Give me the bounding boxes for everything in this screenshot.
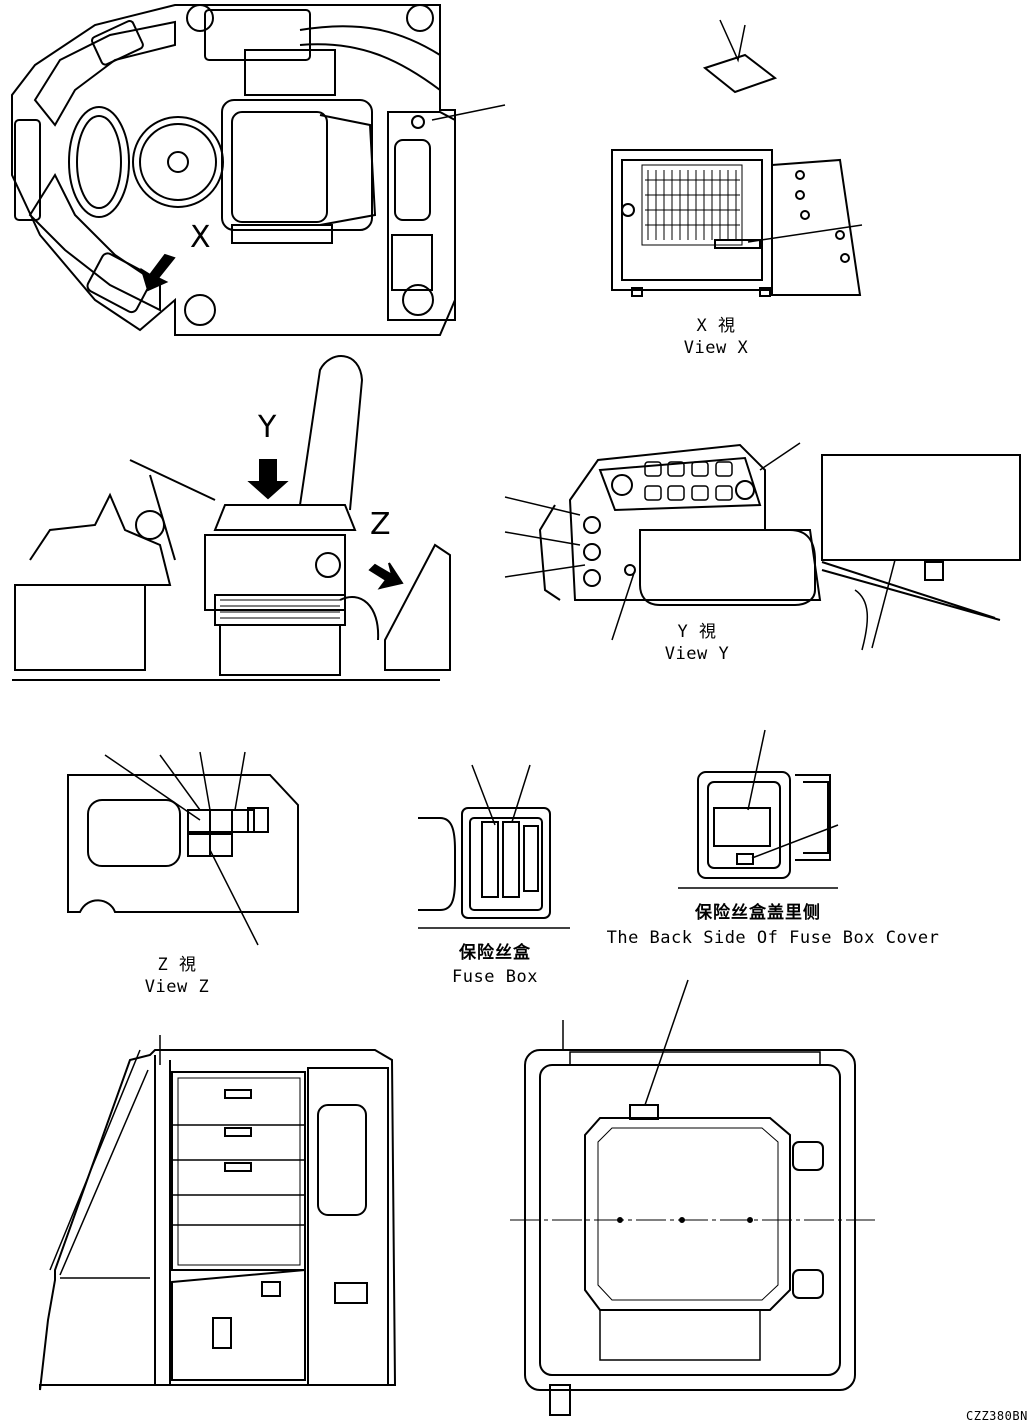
arrow-letter-y: Y [258, 410, 277, 445]
view-x-drawing [611, 19, 863, 297]
view-y-drawing [504, 442, 1021, 651]
view-y-caption: View Y [664, 644, 730, 664]
fuse-box-cover-caption-chinese: 保险丝盒盖里侧 [695, 903, 821, 923]
fuse-box-caption-chinese: 保险丝盒 [459, 943, 531, 963]
fuse-box-drawing [418, 764, 570, 929]
arrow-letter-x: X [190, 220, 212, 255]
fuse-box-cover-drawing [678, 729, 839, 889]
fuse-box-caption: Fuse Box [452, 967, 538, 987]
cab-side-drawing [39, 1035, 397, 1391]
view-x-caption: View X [683, 338, 749, 358]
view-y-caption-kanji: Y 視 [677, 622, 717, 642]
side-elevation-drawing [12, 355, 451, 681]
cab-floor-plan [11, 4, 506, 336]
view-x-caption-kanji: X 視 [696, 316, 736, 336]
arrow-letter-z: Z [370, 507, 392, 542]
view-z-caption: View Z [144, 977, 210, 997]
cab-roof-drawing [510, 979, 875, 1416]
fuse-box-cover-caption: The Back Side Of Fuse Box Cover [606, 928, 940, 948]
view-z-drawing [67, 751, 299, 946]
drawing-code: CZZ380BN [966, 1409, 1028, 1423]
view-z-caption-kanji: Z 視 [157, 955, 197, 975]
